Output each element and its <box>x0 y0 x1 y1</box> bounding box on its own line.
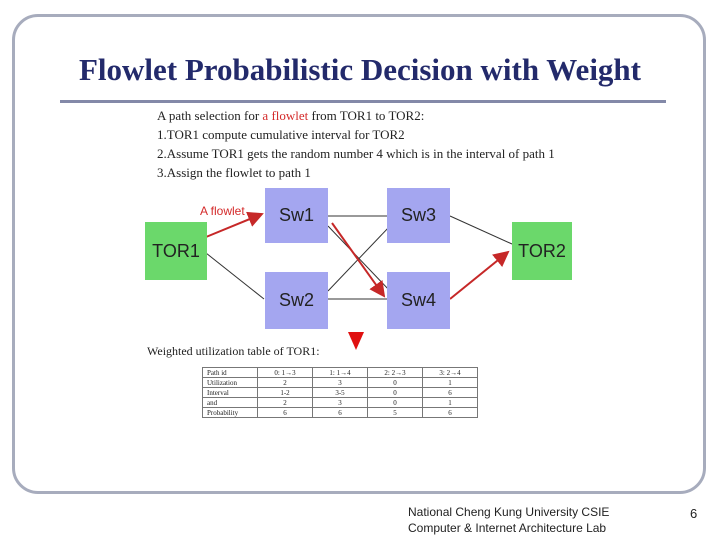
footer-line-1: National Cheng Kung University CSIE <box>408 505 610 519</box>
table-cell: 6 <box>422 387 478 398</box>
table-row: Probability 6 6 5 6 <box>202 407 478 418</box>
title-underline <box>60 100 666 103</box>
table-cell: 5 <box>367 407 423 418</box>
step-1: 1.TOR1 compute cumulative interval for T… <box>157 127 405 142</box>
table-cell: 6 <box>257 407 313 418</box>
table-header-cell: Path id <box>202 367 258 378</box>
down-arrow-icon <box>348 332 364 350</box>
table-header-row: Path id 0: 1→3 1: 1→4 2: 2→3 3: 2→4 <box>202 367 478 378</box>
table-row-label: Probability <box>202 407 258 418</box>
table-header-cell: 1: 1→4 <box>312 367 368 378</box>
table-cell: 6 <box>312 407 368 418</box>
table-row: Utilization 2 3 0 1 <box>202 377 478 388</box>
step-intro-suffix: from TOR1 to TOR2: <box>308 108 425 123</box>
table-cell: 6 <box>422 407 478 418</box>
table-header-cell: 0: 1→3 <box>257 367 313 378</box>
table-row-label: Interval <box>202 387 258 398</box>
node-tor1: TOR1 <box>145 222 207 280</box>
table-cell: 3 <box>312 397 368 408</box>
step-2: 2.Assume TOR1 gets the random number 4 w… <box>157 146 555 161</box>
footer-affiliation: National Cheng Kung University CSIE Comp… <box>408 504 609 536</box>
table-row: Interval 1-2 3-5 0 6 <box>202 387 478 398</box>
step-intro-highlight: a flowlet <box>262 108 309 123</box>
step-intro-prefix: A path selection for <box>157 108 263 123</box>
steps-text: A path selection for a flowlet from TOR1… <box>157 106 555 182</box>
table-row-label: Utilization <box>202 377 258 388</box>
table-header-cell: 3: 2→4 <box>422 367 478 378</box>
table-cell: 0 <box>367 377 423 388</box>
slide-frame <box>12 14 706 494</box>
table-title: Weighted utilization table of TOR1: <box>147 344 320 358</box>
table-row: and 2 3 0 1 <box>202 397 478 408</box>
node-sw3: Sw3 <box>387 188 450 243</box>
node-sw1: Sw1 <box>265 188 328 243</box>
table-cell: 2 <box>257 397 313 408</box>
utilization-table: Path id 0: 1→3 1: 1→4 2: 2→3 3: 2→4 Util… <box>202 367 478 418</box>
node-sw2: Sw2 <box>265 272 328 329</box>
table-cell: 1 <box>422 397 478 408</box>
node-sw4: Sw4 <box>387 272 450 329</box>
page-number: 6 <box>690 506 698 521</box>
footer-line-2: Computer & Internet Architecture Lab <box>408 521 607 535</box>
step-intro: A path selection for a flowlet from TOR1… <box>157 106 555 125</box>
step-3: 3.Assign the flowlet to path 1 <box>157 165 311 180</box>
table-cell: 2 <box>257 377 313 388</box>
table-cell: 0 <box>367 387 423 398</box>
table-cell: 0 <box>367 397 423 408</box>
table-cell: 1-2 <box>257 387 313 398</box>
table-row-label: and <box>202 397 258 408</box>
slide-title: Flowlet Probabilistic Decision with Weig… <box>78 52 641 87</box>
flowlet-label: A flowlet <box>200 204 245 218</box>
table-cell: 1 <box>422 377 478 388</box>
table-cell: 3 <box>312 377 368 388</box>
table-header-cell: 2: 2→3 <box>367 367 423 378</box>
node-tor2: TOR2 <box>512 222 572 280</box>
table-cell: 3-5 <box>312 387 368 398</box>
